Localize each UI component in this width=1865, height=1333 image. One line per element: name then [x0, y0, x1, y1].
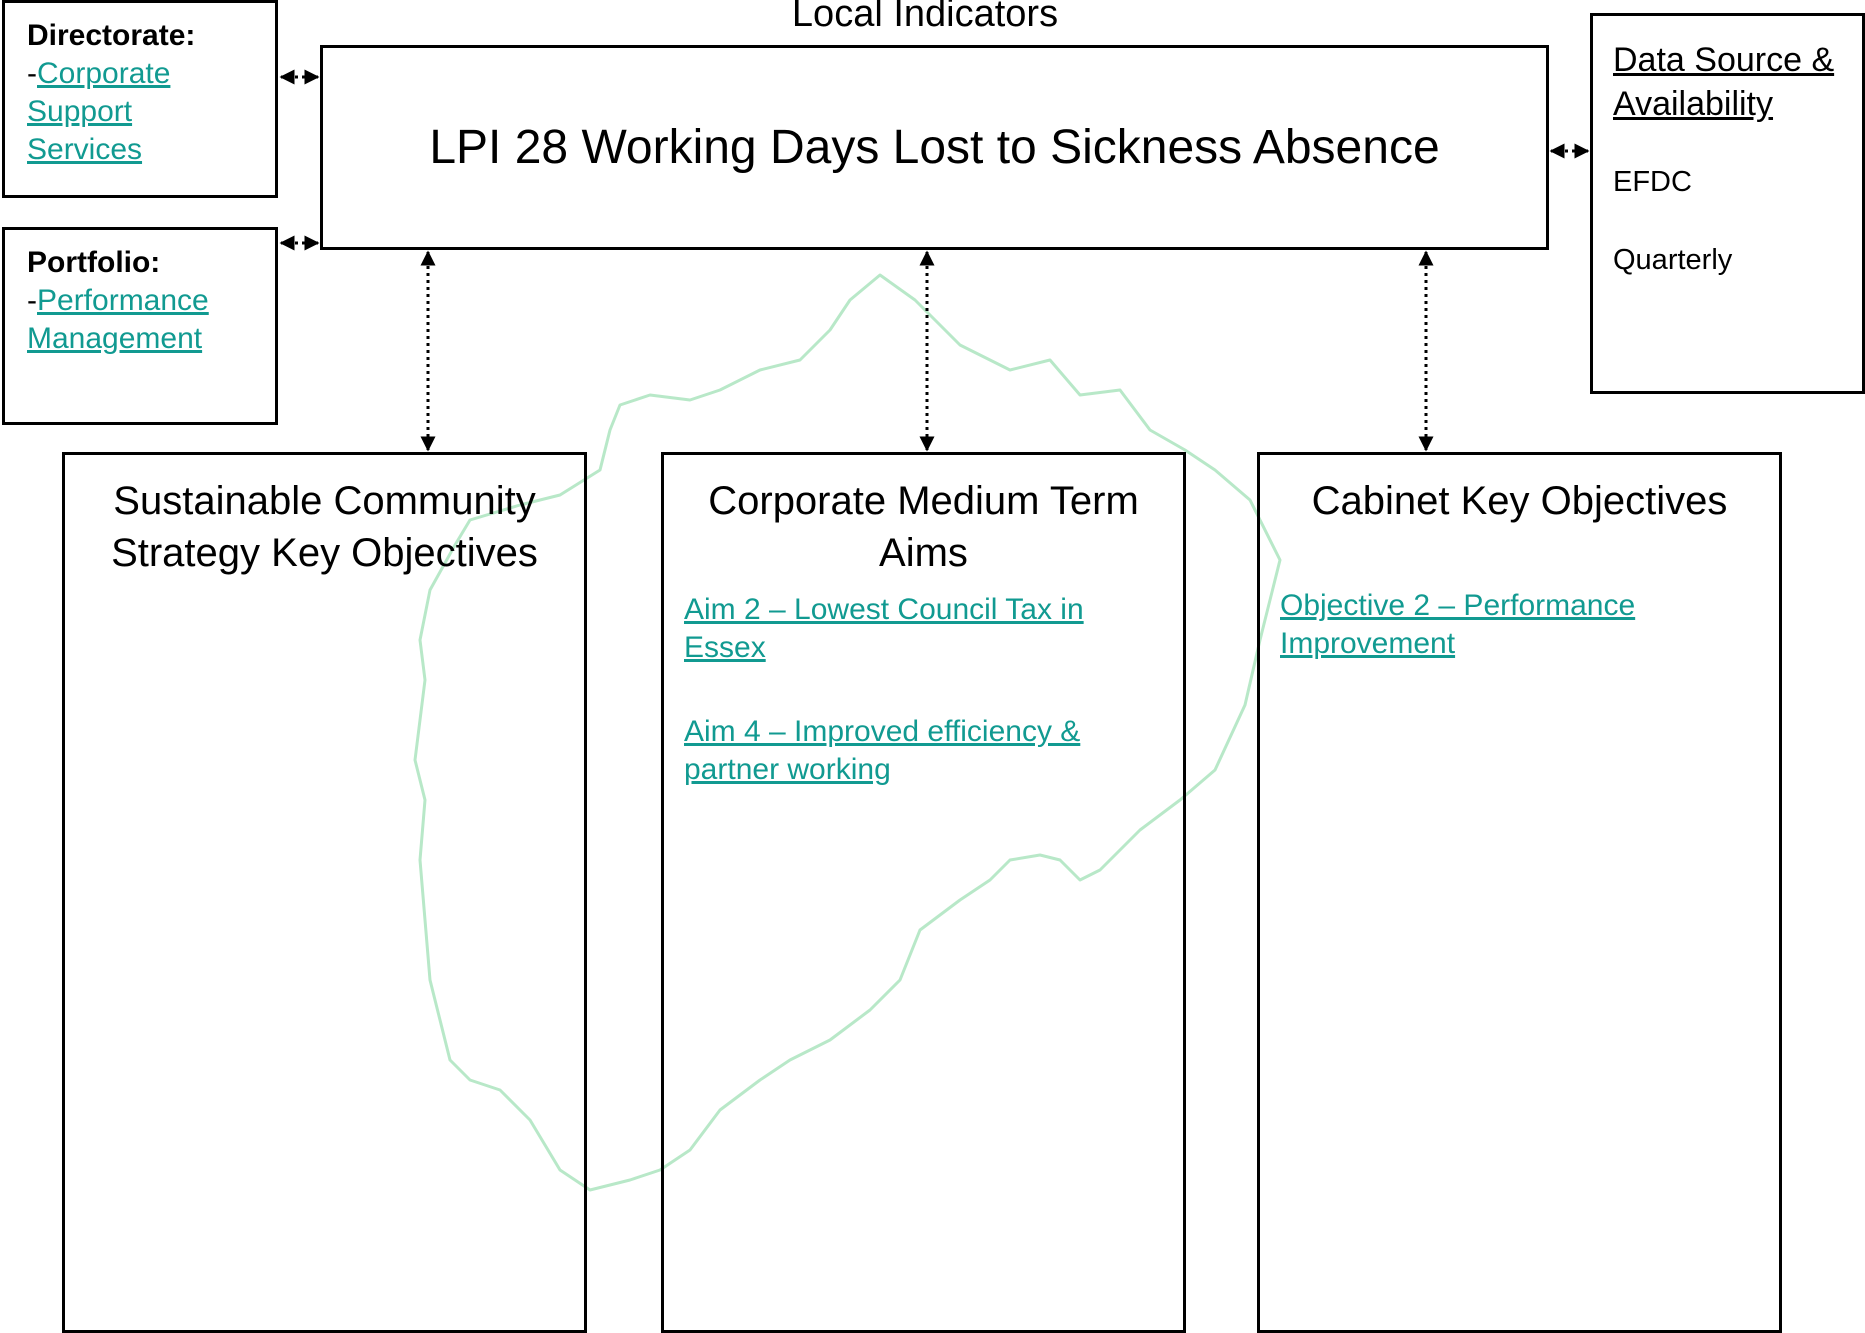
- cabinet-objectives-box: Cabinet Key Objectives Objective 2 – Per…: [1257, 452, 1782, 1333]
- community-strategy-heading: Sustainable Community Strategy Key Objec…: [111, 479, 538, 575]
- medium-term-aims-box: Corporate Medium Term Aims Aim 2 – Lowes…: [661, 452, 1186, 1333]
- portfolio-box: Portfolio: -Performance Management: [2, 227, 278, 425]
- directorate-link[interactable]: Corporate Support Services: [27, 57, 171, 166]
- cabinet-objectives-links: Objective 2 – Performance Improvement: [1260, 527, 1779, 663]
- community-strategy-box: Sustainable Community Strategy Key Objec…: [62, 452, 587, 1333]
- portfolio-title: Portfolio:: [27, 246, 161, 279]
- directorate-title: Directorate:: [27, 19, 196, 52]
- page-header: Local Indicators: [791, 0, 1059, 35]
- cabinet-objectives-heading: Cabinet Key Objectives: [1311, 479, 1728, 523]
- medium-term-aims-links: Aim 2 – Lowest Council Tax in Essex Aim …: [664, 579, 1183, 789]
- aim-link[interactable]: Aim 2 – Lowest Council Tax in Essex: [684, 593, 1084, 664]
- portfolio-dash: -: [27, 284, 37, 317]
- directorate-dash: -: [27, 57, 37, 90]
- data-source-item: EFDC: [1613, 166, 1692, 198]
- indicator-box: LPI 28 Working Days Lost to Sickness Abs…: [320, 45, 1549, 250]
- objective-link[interactable]: Objective 2 – Performance Improvement: [1280, 589, 1636, 660]
- aim-link[interactable]: Aim 4 – Improved efficiency & partner wo…: [684, 715, 1081, 786]
- data-source-item: Quarterly: [1613, 244, 1733, 276]
- indicator-title: LPI 28 Working Days Lost to Sickness Abs…: [429, 121, 1440, 174]
- data-source-heading: Data Source & Availability: [1613, 41, 1835, 123]
- directorate-box: Directorate: -Corporate Support Services: [2, 0, 278, 198]
- data-source-box: Data Source & Availability EFDC Quarterl…: [1590, 13, 1865, 394]
- medium-term-aims-heading: Corporate Medium Term Aims: [708, 479, 1139, 575]
- portfolio-link[interactable]: Performance Management: [27, 284, 209, 355]
